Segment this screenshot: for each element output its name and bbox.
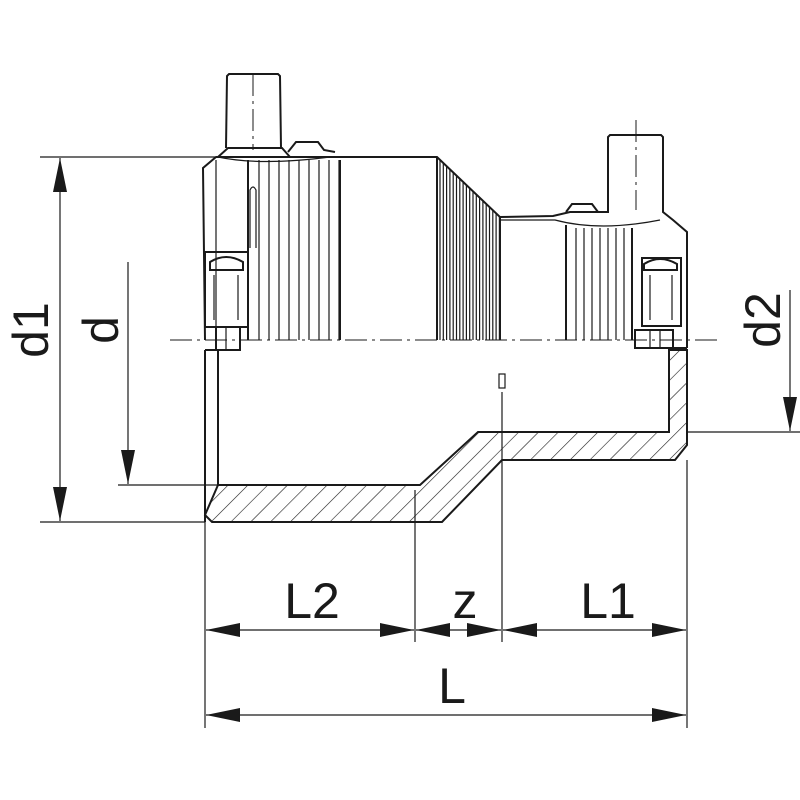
right-ribs (565, 225, 633, 340)
label-z: z (453, 573, 478, 629)
coupler-external-view (201, 73, 688, 351)
stop-marker (498, 373, 506, 389)
left-nut (287, 141, 336, 153)
label-L: L (438, 658, 466, 714)
label-d1: d1 (3, 302, 59, 358)
left-fusion-indicator (204, 251, 249, 328)
label-d: d (73, 316, 129, 344)
taper-ribs (439, 159, 500, 340)
label-L1: L1 (580, 573, 636, 629)
extension-lines (40, 156, 800, 728)
label-L2: L2 (284, 573, 340, 629)
label-d2: d2 (735, 292, 791, 348)
left-ribs (247, 160, 341, 340)
section-wall-hatch (203, 349, 688, 523)
right-body-outline (499, 134, 688, 348)
coupler-section-view (203, 349, 688, 523)
right-nut (565, 203, 599, 213)
right-fusion-indicator (641, 257, 682, 327)
